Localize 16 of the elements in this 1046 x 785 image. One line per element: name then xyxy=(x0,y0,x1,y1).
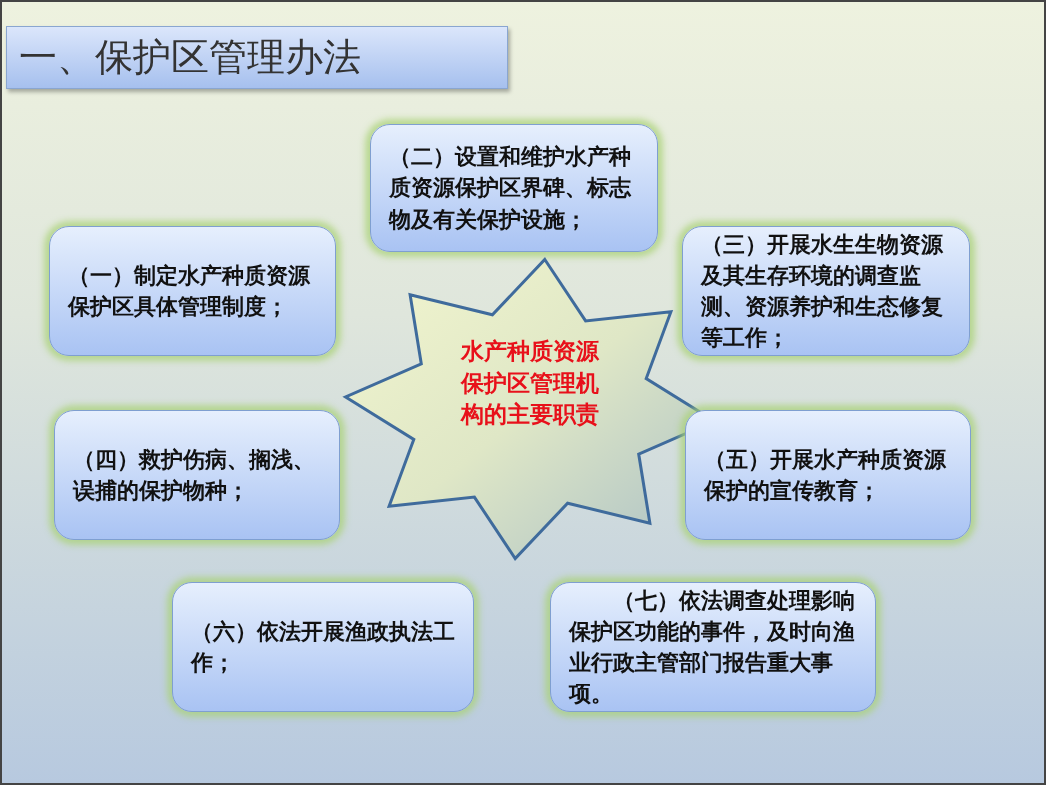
duty-text: （六）依法开展渔政执法工作； xyxy=(191,617,456,677)
duty-card xyxy=(550,582,876,712)
duty-card xyxy=(685,410,971,540)
duty-text: （五）开展水产种质资源保护的宣传教育； xyxy=(704,445,947,505)
duty-card xyxy=(682,226,970,356)
duty-card xyxy=(172,582,474,712)
duty-text: （三）开展水生生物资源及其生存环境的调查监测、资源养护和生态修复等工作； xyxy=(701,230,944,353)
duty-card xyxy=(49,226,336,356)
duty-card xyxy=(54,410,340,540)
duty-text: （二）设置和维护水产种质资源保护区界碑、标志物及有关保护设施； xyxy=(389,143,632,234)
duty-card xyxy=(370,124,658,252)
duty-text: （七）依法调查处理影响保护区功能的事件，及时向渔业行政主管部门报告重大事项。 xyxy=(569,586,856,709)
duty-text: （四）救护伤病、搁浅、误捕的保护物种； xyxy=(73,445,316,505)
star-text: 水产种质资源保护区管理机构的主要职责 xyxy=(459,338,600,429)
title-text: 一、保护区管理办法 xyxy=(19,35,361,80)
duty-text: （一）制定水产种质资源保护区具体管理制度； xyxy=(68,261,311,321)
